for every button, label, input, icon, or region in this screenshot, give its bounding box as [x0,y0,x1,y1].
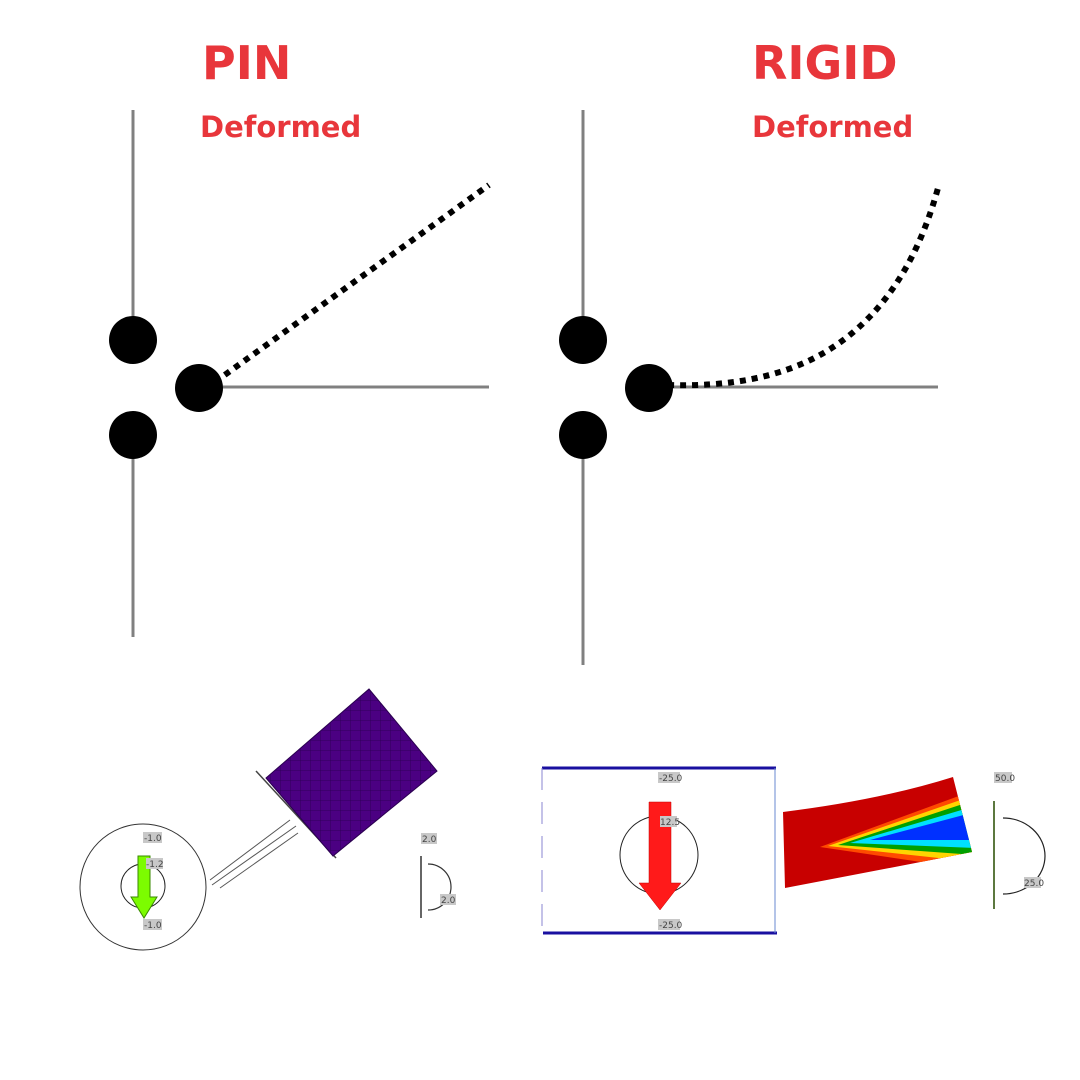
pin-subtitle: Deformed [200,110,362,144]
rigid-label-side-arc: 25.0 [1024,879,1044,889]
pin-fem-link-3 [219,832,299,889]
rigid-node-top [559,316,607,364]
pin-label-ring-bottom: -1.0 [144,921,162,931]
pin-label-ring-top: -1.0 [144,834,162,844]
pin-label-side-arc: 2.0 [441,896,456,906]
rigid-node-bottom [559,411,607,459]
pin-node-bottom [109,411,157,459]
rigid-subtitle: Deformed [752,110,914,144]
rigid-fem-contour-beam [783,777,972,888]
pin-frame-diagram [109,110,491,637]
rigid-label-frame-top: -25.0 [659,774,683,784]
rigid-title: RIGID [752,36,898,90]
rigid-node-beam [625,364,673,412]
pin-fem-outer-ring [79,823,207,951]
rigid-fem-side-arc [1002,817,1046,895]
pin-fem-model: -1.0 -1.2 -1.0 2.0 2.0 [79,688,456,951]
pin-fem-side-arc [427,863,452,911]
rigid-fem-model: -25.0 12.5 -25.0 50.0 25.0 [541,766,1046,935]
rigid-fem-arrow [638,801,682,911]
rigid-frame-diagram [559,110,941,665]
pin-label-inner-top: -1.2 [146,860,164,870]
pin-node-top [109,316,157,364]
pin-fem-link-2 [211,825,297,886]
rigid-label-frame-bottom: -25.0 [659,921,683,931]
rigid-label-side-top: 50.0 [995,774,1015,784]
pin-fem-mesh-block [265,688,438,857]
pin-fem-link-1 [209,819,291,881]
rigid-label-inner-top: 12.5 [660,818,680,828]
pin-node-beam [175,364,223,412]
pin-beam-deformed [213,182,491,385]
pin-label-side-top: 2.0 [422,835,437,845]
pin-title: PIN [202,36,292,90]
rigid-beam-deformed [667,187,941,389]
